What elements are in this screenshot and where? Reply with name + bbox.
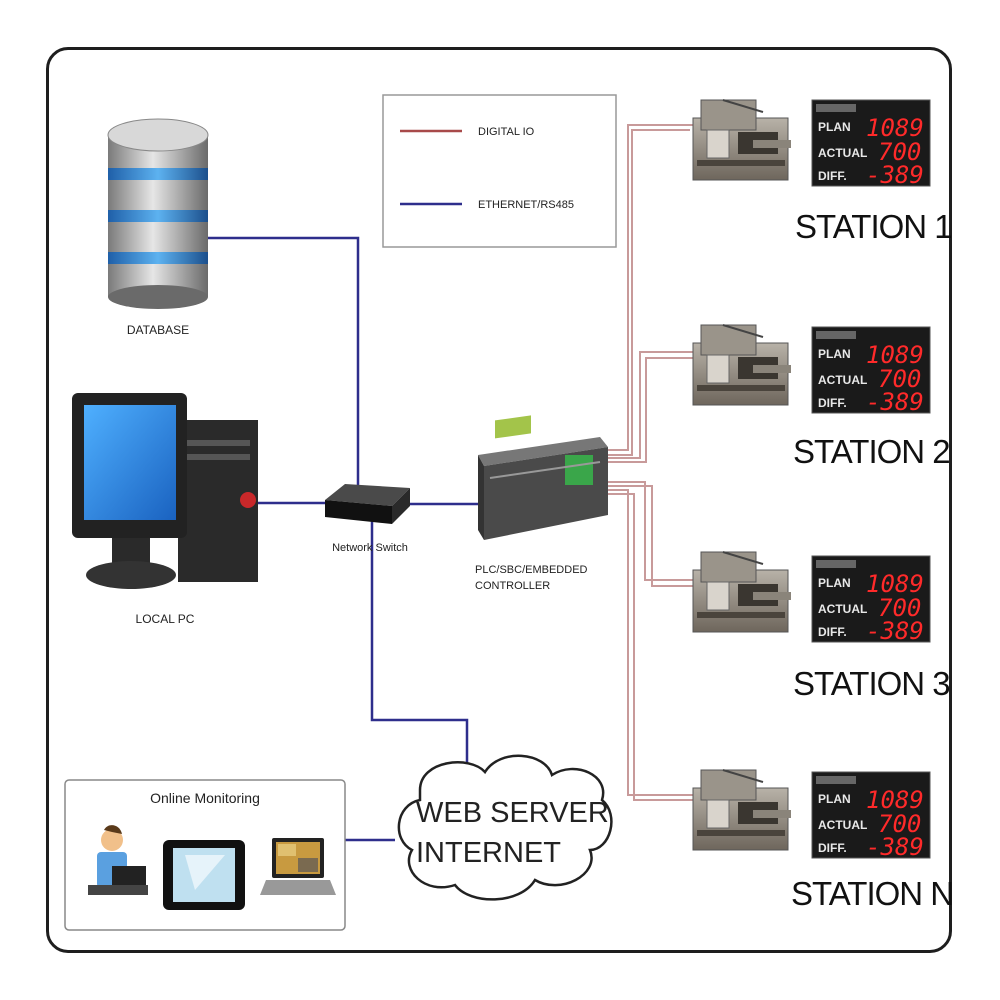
board-plan-label: PLAN [818,576,851,590]
machine-icon-2 [692,324,792,406]
station-2: PLAN 1089 ACTUAL 700 DIFF. -389 STATION … [692,324,951,470]
local-pc-icon [72,393,258,589]
board-diff-value: -389 [866,161,924,189]
database-label: DATABASE [127,323,189,337]
machine-icon-3 [692,551,792,633]
station-n: PLAN 1089 ACTUAL 700 DIFF. -389 STATION … [692,769,954,912]
board-actual-label: ACTUAL [818,373,867,387]
network-switch-icon [325,484,410,524]
legend: DIGITAL IO ETHERNET/RS485 [382,94,617,248]
board-actual-value: 700 [878,810,921,838]
station-1-label: STATION 1 [795,208,952,245]
switch-to-web-link [370,515,469,770]
board-diff-label: DIFF. [818,841,847,855]
board-plan-value: 1089 [866,786,924,814]
legend-ethernet: ETHERNET/RS485 [478,199,574,211]
production-board-3: PLAN 1089 ACTUAL 700 DIFF. -389 [811,555,931,645]
machine-icon-n [692,769,792,851]
legend-digital-io: DIGITAL IO [478,126,535,138]
controller-label-line2: CONTROLLER [475,580,550,592]
database-icon [107,118,209,309]
internet-label: INTERNET [416,837,561,869]
board-plan-label: PLAN [818,347,851,361]
production-board-1: PLAN 1089 ACTUAL 700 DIFF. -389 [811,99,931,189]
board-actual-label: ACTUAL [818,818,867,832]
board-plan-value: 1089 [866,114,924,142]
board-plan-label: PLAN [818,120,851,134]
digital-io-links [608,124,700,801]
production-board-2: PLAN 1089 ACTUAL 700 DIFF. -389 [811,326,931,416]
user-icon [88,825,148,895]
online-monitoring-box: Online Monitoring [64,779,346,931]
board-plan-value: 1089 [866,341,924,369]
board-diff-value: -389 [866,388,924,416]
board-plan-label: PLAN [818,792,851,806]
controller-label-line1: PLC/SBC/EMBEDDED [475,564,588,576]
controller-icon [478,415,608,540]
station-1: PLAN 1089 ACTUAL 700 DIFF. -389 STATION … [692,99,953,245]
board-actual-value: 700 [878,365,921,393]
station-3-label: STATION 3 [793,665,950,702]
board-diff-label: DIFF. [818,396,847,410]
db-to-switch-link [205,236,360,490]
cloud-icon [397,754,613,901]
station-3: PLAN 1089 ACTUAL 700 DIFF. -389 STATION … [692,551,951,702]
board-actual-label: ACTUAL [818,602,867,616]
station-2-label: STATION 2 [793,433,950,470]
network-switch-label: Network Switch [332,542,408,554]
local-pc-label: LOCAL PC [136,612,195,626]
board-diff-value: -389 [866,833,924,861]
board-actual-value: 700 [878,138,921,166]
production-board-n: PLAN 1089 ACTUAL 700 DIFF. -389 [811,771,931,861]
web-server-label: WEB SERVER [416,797,609,829]
board-actual-value: 700 [878,594,921,622]
board-diff-label: DIFF. [818,169,847,183]
machine-icon-1 [692,99,792,181]
laptop-icon [260,838,336,895]
board-diff-label: DIFF. [818,625,847,639]
board-actual-label: ACTUAL [818,146,867,160]
online-monitoring-title: Online Monitoring [150,790,260,806]
tablet-icon [163,840,245,910]
ethernet-links [205,236,482,842]
board-diff-value: -389 [866,617,924,645]
board-plan-value: 1089 [866,570,924,598]
station-n-label: STATION N [791,875,953,912]
